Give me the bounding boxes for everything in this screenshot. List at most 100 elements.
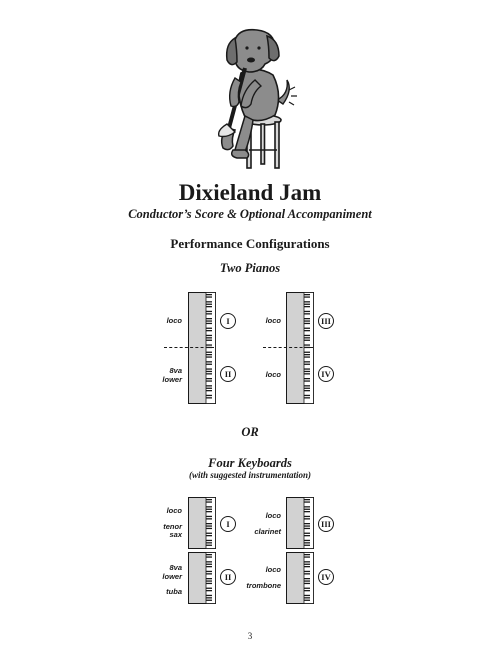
piano-1-upper-label: loco bbox=[166, 316, 182, 325]
black-key bbox=[304, 597, 310, 599]
black-key bbox=[206, 527, 212, 530]
piano-keyboard-2 bbox=[286, 292, 314, 404]
black-key bbox=[304, 532, 310, 534]
black-key bbox=[304, 525, 310, 527]
keyboard-III-label-clarinet: clarinet bbox=[254, 526, 281, 536]
keyboard-I-label-tenor: tenor bbox=[163, 521, 182, 531]
black-key bbox=[304, 390, 310, 392]
black-key bbox=[206, 363, 212, 365]
black-key bbox=[206, 294, 212, 296]
black-key bbox=[206, 535, 212, 537]
split-point-line-2 bbox=[263, 347, 313, 348]
black-key bbox=[304, 599, 310, 601]
black-key bbox=[206, 590, 212, 592]
four-keyboards-heading: Four Keyboards bbox=[208, 456, 292, 470]
page-title: Dixieland Jam bbox=[178, 180, 322, 205]
black-key bbox=[206, 506, 212, 508]
black-key bbox=[304, 561, 310, 563]
black-key bbox=[206, 370, 212, 373]
black-key bbox=[206, 378, 212, 380]
black-key bbox=[304, 506, 310, 508]
black-key bbox=[206, 525, 212, 527]
black-key bbox=[304, 296, 310, 298]
black-key bbox=[206, 301, 212, 303]
black-key bbox=[304, 397, 310, 399]
black-key bbox=[304, 587, 310, 589]
keyboard-III-label-loco: loco bbox=[265, 511, 281, 520]
keyboard-II bbox=[188, 552, 216, 604]
black-key bbox=[206, 501, 212, 503]
black-key bbox=[206, 594, 212, 597]
black-key bbox=[304, 385, 310, 387]
black-key bbox=[206, 334, 212, 337]
part-badge-I: I bbox=[220, 313, 236, 329]
black-key bbox=[304, 373, 310, 375]
black-key bbox=[304, 322, 310, 325]
black-key bbox=[304, 580, 310, 582]
black-key bbox=[206, 322, 212, 325]
black-key bbox=[304, 318, 310, 320]
black-key bbox=[206, 397, 212, 399]
black-key bbox=[206, 373, 212, 375]
black-key bbox=[206, 356, 212, 358]
black-key bbox=[206, 587, 212, 589]
black-key bbox=[206, 578, 212, 580]
black-key bbox=[304, 351, 310, 353]
black-key bbox=[304, 594, 310, 597]
black-key bbox=[206, 380, 212, 382]
keyboard-IV-label-trombone: trombone bbox=[246, 580, 281, 590]
black-key bbox=[206, 597, 212, 599]
black-key bbox=[206, 313, 212, 315]
black-key bbox=[304, 294, 310, 296]
keyboard-IV-label-loco: loco bbox=[265, 565, 281, 574]
black-key bbox=[304, 544, 310, 546]
black-key bbox=[206, 327, 212, 329]
keyboard-I-labels: loco tenor sax bbox=[142, 506, 182, 540]
four-keyboards-note: (with suggested instrumentation) bbox=[188, 470, 312, 480]
black-key bbox=[304, 344, 310, 346]
black-key bbox=[304, 539, 310, 542]
black-key bbox=[206, 303, 212, 305]
black-key bbox=[206, 390, 212, 392]
black-key bbox=[304, 370, 310, 373]
black-key bbox=[206, 339, 212, 341]
black-key bbox=[304, 303, 310, 305]
black-key bbox=[304, 361, 310, 363]
black-key bbox=[304, 337, 310, 339]
black-key bbox=[304, 310, 310, 313]
black-key bbox=[206, 554, 212, 556]
black-key bbox=[304, 499, 310, 501]
black-key bbox=[206, 539, 212, 542]
black-key bbox=[206, 368, 212, 370]
black-key bbox=[206, 561, 212, 563]
black-key bbox=[206, 511, 212, 513]
black-key bbox=[206, 318, 212, 320]
part-badge-I-keyboard: I bbox=[220, 516, 236, 532]
black-key bbox=[206, 573, 212, 575]
black-key bbox=[304, 368, 310, 370]
black-key bbox=[206, 306, 212, 308]
black-key bbox=[304, 556, 310, 558]
black-key bbox=[304, 327, 310, 329]
part-badge-III: III bbox=[318, 313, 334, 329]
keyboard-IV bbox=[286, 552, 314, 604]
black-key bbox=[206, 599, 212, 601]
keyboard-II-labels: 8va lower tuba bbox=[142, 563, 182, 597]
part-badge-III-keyboard: III bbox=[318, 516, 334, 532]
black-key bbox=[206, 337, 212, 339]
black-key bbox=[304, 320, 310, 322]
black-key bbox=[304, 523, 310, 525]
split-point-line-1 bbox=[164, 347, 214, 348]
black-key bbox=[206, 566, 212, 568]
black-key bbox=[304, 356, 310, 358]
black-key bbox=[206, 563, 212, 565]
part-badge-II: II bbox=[220, 366, 236, 382]
black-key bbox=[206, 385, 212, 387]
dog-playing-clarinet-illustration bbox=[217, 28, 297, 169]
black-key bbox=[206, 361, 212, 363]
black-key bbox=[304, 582, 310, 585]
black-key bbox=[206, 310, 212, 313]
keyboard-III bbox=[286, 497, 314, 549]
black-key bbox=[304, 330, 310, 332]
two-pianos-heading: Two Pianos bbox=[219, 261, 281, 275]
